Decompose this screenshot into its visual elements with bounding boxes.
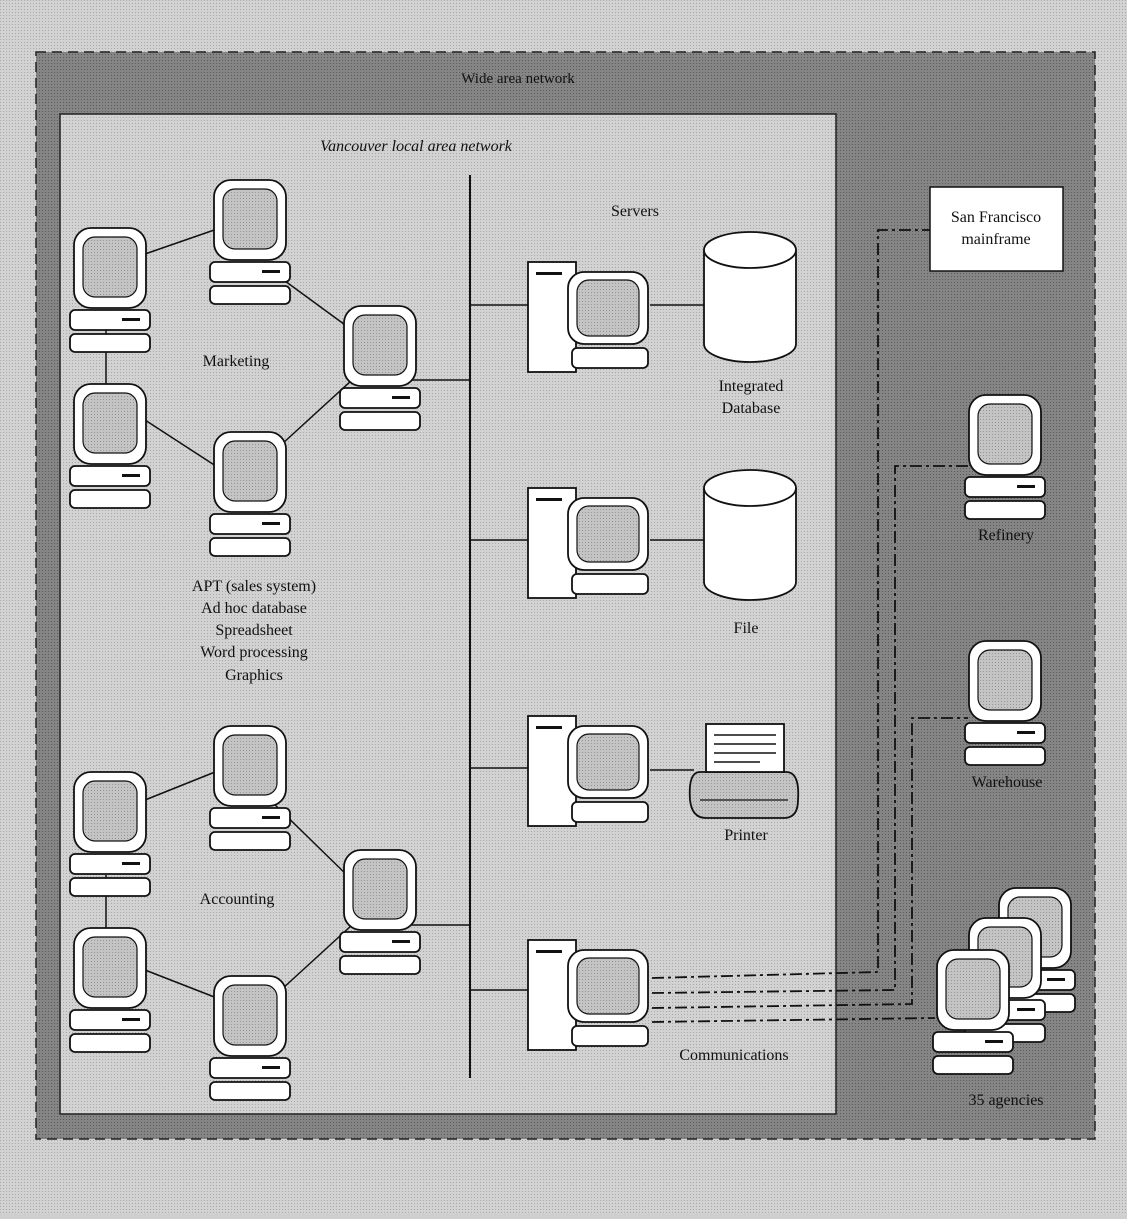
applications-list: APT (sales system) Ad hoc database Sprea… bbox=[192, 578, 316, 684]
accounting-label: Accounting bbox=[200, 891, 275, 908]
server-branches bbox=[470, 304, 704, 991]
server-icon bbox=[527, 939, 649, 1051]
file-label: File bbox=[734, 620, 759, 637]
integrated-db-label-1: Integrated bbox=[719, 378, 784, 395]
communications-label: Communications bbox=[679, 1047, 788, 1064]
integrated-db-label-2: Database bbox=[722, 400, 781, 417]
lan-label: Vancouver local area network bbox=[320, 138, 513, 155]
marketing-label: Marketing bbox=[203, 353, 270, 370]
wan-label: Wide area network bbox=[461, 71, 575, 87]
workstation-icon bbox=[209, 431, 291, 557]
mainframe-label-1: San Francisco bbox=[951, 209, 1041, 226]
app-item: Spreadsheet bbox=[215, 622, 293, 639]
workstation-icon bbox=[209, 179, 291, 305]
workstation-icon bbox=[964, 640, 1046, 766]
server-icon bbox=[527, 715, 649, 827]
printer-icon bbox=[688, 723, 800, 819]
workstation-icon bbox=[932, 949, 1014, 1075]
app-item: Graphics bbox=[225, 667, 283, 684]
workstation-icon bbox=[69, 927, 151, 1053]
agencies-label: 35 agencies bbox=[968, 1092, 1043, 1109]
workstation-icon bbox=[69, 771, 151, 897]
servers-label: Servers bbox=[611, 203, 659, 220]
app-item: APT (sales system) bbox=[192, 578, 316, 595]
workstation-icon bbox=[209, 725, 291, 851]
server-icon bbox=[527, 487, 649, 599]
database-cylinder-icon bbox=[703, 469, 797, 601]
app-item: Ad hoc database bbox=[201, 600, 307, 617]
workstation-icon bbox=[69, 227, 151, 353]
printer-label: Printer bbox=[724, 827, 768, 844]
warehouse-label: Warehouse bbox=[972, 774, 1043, 791]
workstation-icon bbox=[209, 975, 291, 1101]
mainframe-box bbox=[929, 186, 1064, 272]
mainframe-label-2: mainframe bbox=[961, 231, 1030, 248]
wan-links bbox=[651, 229, 968, 1023]
server-icon bbox=[527, 261, 649, 373]
refinery-label: Refinery bbox=[978, 527, 1034, 544]
database-cylinder-icon bbox=[703, 231, 797, 363]
workstation-icon bbox=[964, 394, 1046, 520]
workstation-icon bbox=[339, 305, 421, 431]
workstation-icon bbox=[339, 849, 421, 975]
workstation-icon bbox=[69, 383, 151, 509]
app-item: Word processing bbox=[200, 644, 308, 661]
